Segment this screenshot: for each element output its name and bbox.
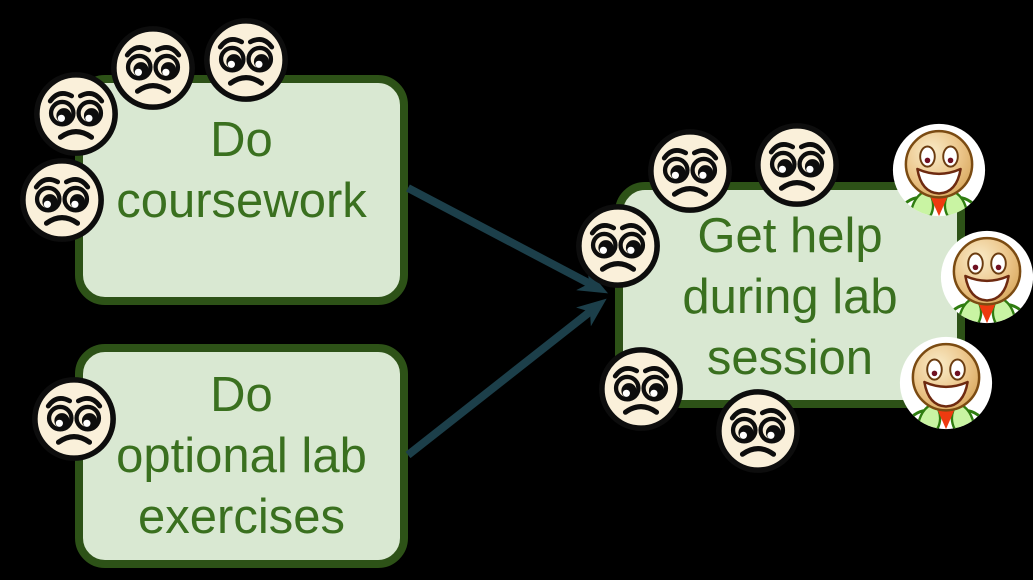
edge-optional-to-gethelp	[405, 298, 607, 459]
pleading-face-icon	[647, 128, 733, 214]
node-label-line: optional lab	[116, 428, 367, 483]
edge-coursework-to-gethelp	[406, 184, 609, 294]
pleading-face-icon	[110, 25, 196, 111]
node-label-line: coursework	[116, 174, 367, 228]
pleading-face-icon	[33, 71, 119, 157]
pleading-face-icon	[754, 122, 840, 208]
pleading-face-icon	[19, 157, 105, 243]
pleading-face-icon	[203, 17, 289, 103]
node-label-line: exercises	[138, 489, 345, 544]
node-label-line: Do	[210, 113, 273, 167]
pleading-face-icon	[575, 203, 661, 289]
happy-face-icon	[939, 229, 1033, 325]
node-label-line: Do	[210, 367, 273, 422]
happy-face-icon	[891, 122, 987, 218]
pleading-face-icon	[715, 388, 801, 474]
happy-face-icon	[898, 335, 994, 431]
node-label-line: Get help	[697, 208, 883, 263]
node-label-line: during lab	[682, 269, 898, 324]
node-label-line: session	[706, 330, 874, 385]
node-do-optional-lab-exercises: Do optional lab exercises	[75, 344, 408, 568]
pleading-face-icon	[31, 376, 117, 462]
pleading-face-icon	[598, 346, 684, 432]
